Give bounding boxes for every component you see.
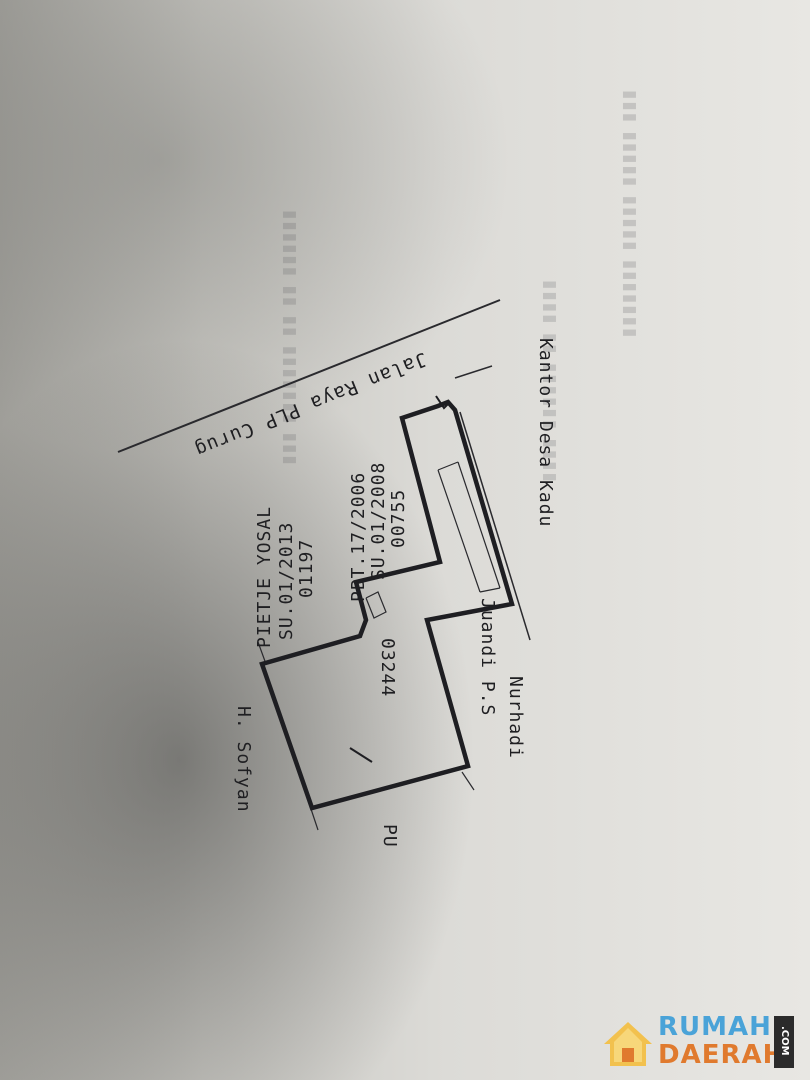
neighbor-north-label: Kantor Desa Kadu: [535, 338, 556, 528]
main-parcel-number: 03244: [377, 638, 398, 698]
road-edge-line: [117, 299, 501, 453]
parcel-b-su: SU.01/2013: [276, 521, 297, 640]
corner-notch: [435, 395, 451, 410]
parcel-b-number: 01197: [296, 538, 317, 598]
inner-line: [437, 469, 481, 593]
inner-line: [437, 461, 459, 471]
inner-line: [461, 771, 475, 791]
road-edge-tick: [454, 365, 493, 379]
logo-suffix: .COM: [779, 1026, 790, 1056]
inner-line: [457, 461, 501, 589]
parcel-b-owner: PIETJE YOSAL: [254, 505, 275, 648]
edge-label: PU: [379, 824, 400, 848]
small-box: [365, 591, 387, 619]
inner-line: [257, 641, 267, 665]
house-icon: [604, 1022, 652, 1066]
logo-suffix-badge: .COM: [774, 1016, 794, 1068]
neighbor-east-1-label: Nurhadi: [505, 676, 526, 759]
parcel-a-pbt: PBT.17/2006: [348, 471, 369, 602]
watermark-logo: RUMAH DAERAH .COM: [602, 1010, 802, 1074]
neighbor-south-label: H. Sofyan: [233, 706, 254, 813]
parcel-a-number: 00755: [388, 488, 409, 548]
logo-word-2: DAERAH: [658, 1040, 786, 1070]
pen-mark: [349, 747, 373, 763]
inner-line: [479, 587, 501, 593]
parcel-a-su: SU.01/2008: [368, 461, 389, 580]
neighbor-east-2-label: Juandi P.S: [477, 598, 498, 717]
logo-word-1: RUMAH: [658, 1012, 772, 1042]
neighbor-boundary: [459, 411, 531, 641]
